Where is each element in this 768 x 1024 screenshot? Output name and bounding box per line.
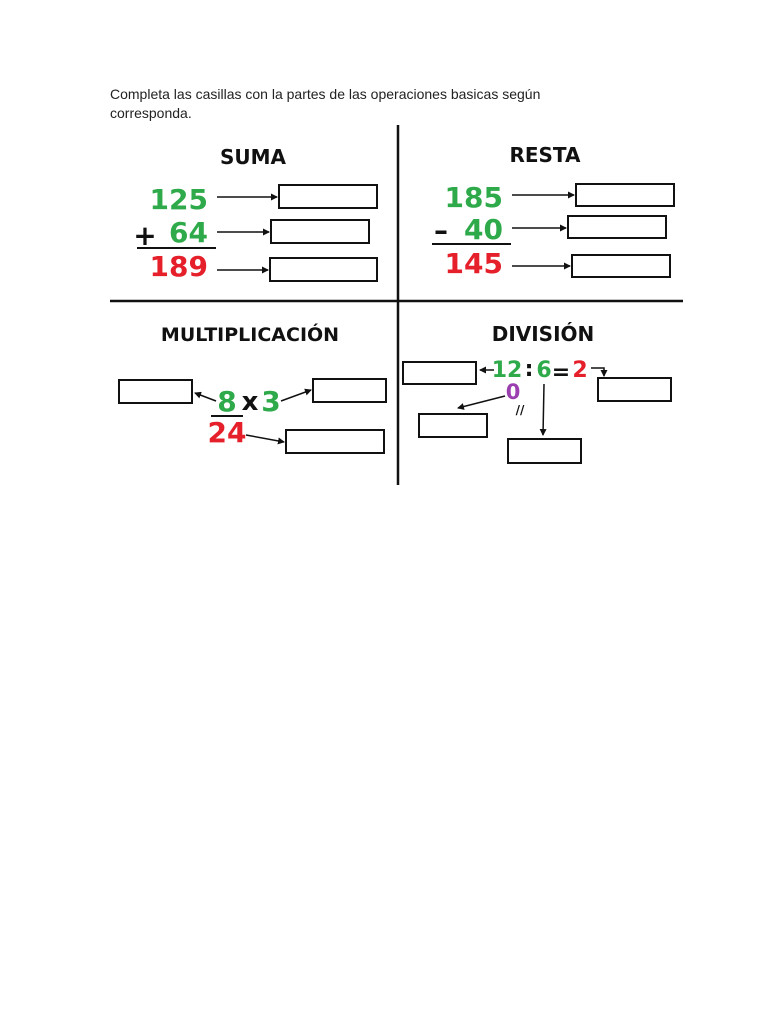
- multiplicacion-factor-2-answer-box[interactable]: [312, 378, 387, 403]
- division-remainder: 0: [506, 380, 521, 404]
- resta-minuend-answer-box[interactable]: [575, 183, 675, 207]
- suma-addend-2-answer-box[interactable]: [270, 219, 370, 244]
- resta-section: RESTA 185 – 40 145: [432, 143, 675, 280]
- suma-section: SUMA 125 + 64 189: [133, 145, 378, 283]
- resta-result: 145: [445, 247, 503, 280]
- multiplicacion-result-answer-box[interactable]: [285, 429, 385, 454]
- division-equals: =: [552, 360, 570, 385]
- suma-result-answer-box[interactable]: [269, 257, 378, 282]
- instructions: Completa las casillas con la partes de l…: [110, 85, 630, 123]
- arrow-icon: [591, 367, 608, 377]
- multiplicacion-factor-2: 3: [261, 385, 280, 418]
- division-quotient: 2: [572, 358, 587, 383]
- suma-addend-2: 64: [169, 216, 208, 249]
- division-dividend-answer-box[interactable]: [402, 361, 477, 385]
- suma-result: 189: [150, 250, 208, 283]
- multiplicacion-factor-1-answer-box[interactable]: [118, 379, 193, 404]
- division-remainder-answer-box[interactable]: [418, 413, 488, 438]
- instructions-line-2: corresponda.: [110, 105, 192, 121]
- multiplicacion-operator: x: [242, 387, 259, 417]
- multiplicacion-section: MULTIPLICACIÓN 8 x 3 24: [118, 322, 387, 454]
- division-quotient-answer-box[interactable]: [597, 377, 672, 402]
- division-divisor-answer-box[interactable]: [507, 438, 582, 464]
- resta-title: RESTA: [509, 143, 581, 167]
- suma-addend-1: 125: [150, 183, 208, 216]
- resta-operator: –: [434, 214, 448, 247]
- multiplicacion-factor-1: 8: [217, 385, 236, 418]
- division-check-mark: //: [516, 403, 525, 417]
- division-dividend: 12: [492, 358, 523, 383]
- division-title: DIVISIÓN: [492, 322, 595, 346]
- multiplicacion-title: MULTIPLICACIÓN: [161, 322, 339, 346]
- division-operator: :: [525, 357, 534, 382]
- arrow-icon: [194, 391, 217, 402]
- resta-result-answer-box[interactable]: [571, 254, 671, 278]
- suma-title: SUMA: [220, 145, 287, 169]
- resta-minuend: 185: [445, 181, 503, 214]
- suma-addend-1-answer-box[interactable]: [278, 184, 378, 209]
- resta-subtrahend-answer-box[interactable]: [567, 215, 667, 239]
- division-divisor: 6: [536, 358, 551, 383]
- arrow-icon: [245, 434, 285, 445]
- arrow-icon: [539, 383, 547, 436]
- multiplicacion-result: 24: [208, 416, 247, 449]
- arrow-icon: [280, 388, 312, 402]
- instructions-line-1: Completa las casillas con la partes de l…: [110, 86, 541, 102]
- suma-operator: +: [133, 219, 156, 252]
- arrow-icon: [457, 395, 506, 410]
- resta-subtrahend: 40: [464, 213, 503, 246]
- division-section: DIVISIÓN 12 : 6 = 2 0 //: [402, 322, 672, 464]
